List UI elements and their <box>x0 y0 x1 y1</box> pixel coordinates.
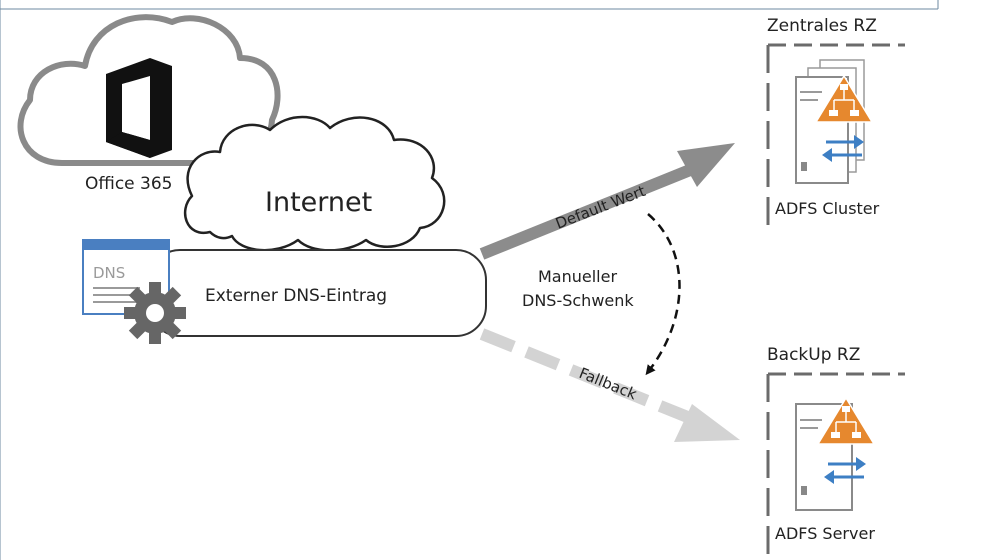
internet-cloud-icon <box>183 115 446 252</box>
dns-icon-label: DNS <box>93 264 125 282</box>
fallback-label: Fallback <box>577 364 640 403</box>
central-rz-caption: ADFS Cluster <box>775 199 880 218</box>
manual-switch-arrow <box>645 213 681 376</box>
backup-rz-title: BackUp RZ <box>767 345 860 365</box>
fallback-arrow <box>479 328 740 442</box>
central-rz-frame <box>766 43 905 232</box>
image-border <box>0 0 939 560</box>
backup-rz-frame <box>766 372 905 560</box>
manual-switch-line1: Manueller <box>538 267 617 286</box>
adfs-server-icon <box>795 396 876 511</box>
backup-rz-caption: ADFS Server <box>775 524 875 543</box>
office-label: Office 365 <box>85 174 172 194</box>
internet-label: Internet <box>265 187 372 218</box>
default-arrow <box>479 143 735 260</box>
central-rz-title: Zentrales RZ <box>767 16 877 36</box>
gear-icon <box>124 282 186 344</box>
adfs-cluster-server-icon <box>795 59 874 184</box>
dns-entry-label: Externer DNS-Eintrag <box>205 286 387 306</box>
manual-switch-line2: DNS-Schwenk <box>522 291 634 310</box>
default-value-label: Default Wert <box>553 182 648 233</box>
office-logo-icon <box>106 58 172 158</box>
office-cloud-icon <box>17 14 281 166</box>
